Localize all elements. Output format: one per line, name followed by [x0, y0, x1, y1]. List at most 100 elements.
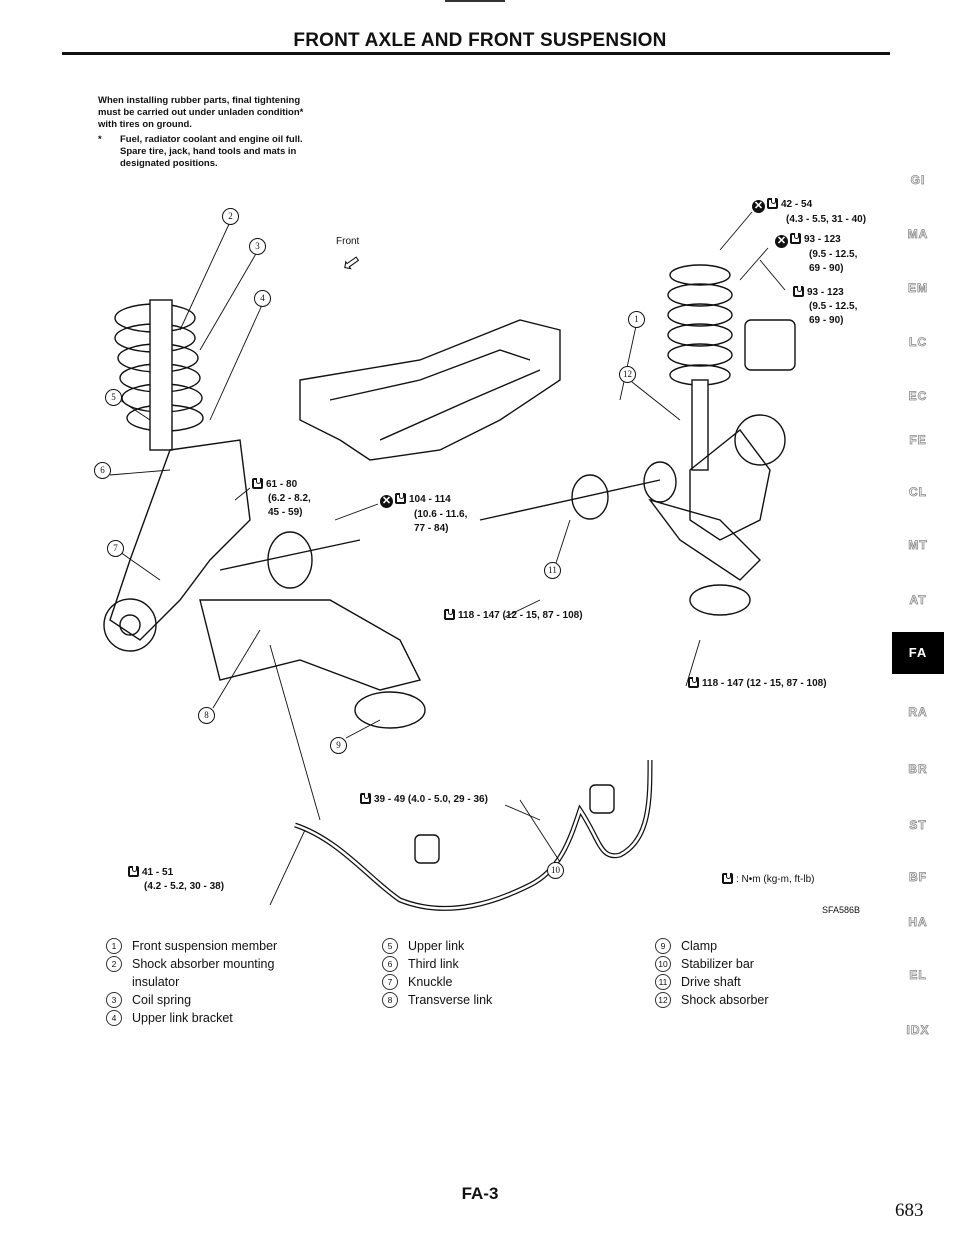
- legend-num: 10: [655, 956, 671, 972]
- section-tab-gi[interactable]: GI: [910, 173, 926, 188]
- callout-6: 6: [94, 462, 111, 479]
- torque-spec-t8: 39 - 49 (4.0 - 5.0, 29 - 36): [360, 793, 488, 807]
- torque-value: (10.6 - 11.6,: [414, 509, 468, 520]
- torque-value: (9.5 - 12.5,: [809, 249, 858, 260]
- legend-num: 3: [106, 992, 122, 1008]
- legend-num: 9: [655, 938, 671, 954]
- legend-num: 12: [655, 992, 671, 1008]
- legend-item: 1 Front suspension member: [106, 937, 277, 955]
- transverse-link-right: [648, 498, 761, 581]
- callout-12: 12: [619, 366, 636, 383]
- drive-shaft-left: [219, 539, 361, 571]
- legend-num: 1: [106, 938, 122, 954]
- torque-value: (4.2 - 5.2, 30 - 38): [144, 881, 225, 892]
- shock-absorber-right: [667, 264, 796, 471]
- note-line: When installing rubber parts, final tigh…: [98, 95, 301, 106]
- title-rule: [62, 52, 890, 55]
- note-line: Fuel, radiator coolant and engine oil fu…: [120, 134, 303, 145]
- section-tab-em[interactable]: EM: [908, 281, 928, 296]
- asterisk: *: [98, 134, 102, 145]
- legend-label: Clamp: [681, 939, 718, 953]
- legend-item: 5 Upper link: [382, 937, 492, 955]
- torque-spec-t1: ✕42 - 54 (4.3 - 5.5, 31 - 40): [752, 198, 866, 227]
- torque-spec-t2: ✕93 - 123 (9.5 - 12.5, 69 - 90): [775, 233, 857, 276]
- torque-wrench-icon: [360, 793, 371, 804]
- torque-spec-t7: 118 - 147 (12 - 15, 87 - 108): [688, 677, 827, 691]
- callout-9: 9: [330, 737, 347, 754]
- note-line: designated positions.: [120, 158, 218, 169]
- legend-num: 6: [382, 956, 398, 972]
- legend-item: 2 Shock absorber mounting: [106, 955, 277, 973]
- figure-id: SFA586B: [822, 905, 861, 915]
- torque-wrench-icon: [790, 233, 801, 244]
- legend-label: Front suspension member: [132, 939, 278, 953]
- torque-spec-t5: ✕104 - 114 (10.6 - 11.6, 77 - 84): [380, 493, 467, 536]
- section-tab-lc[interactable]: LC: [909, 335, 927, 350]
- page-title: FRONT AXLE AND FRONT SUSPENSION: [293, 30, 667, 51]
- legend-item: 12 Shock absorber: [655, 991, 769, 1009]
- torque-wrench-icon: [252, 478, 263, 489]
- torque-value: 93 - 123: [807, 287, 844, 298]
- torque-wrench-icon: [395, 493, 406, 504]
- section-tab-ec[interactable]: EC: [908, 389, 928, 404]
- section-tab-cl[interactable]: CL: [909, 485, 927, 500]
- legend-item: 9 Clamp: [655, 937, 769, 955]
- legend-num: 8: [382, 992, 398, 1008]
- legend-label: Upper link: [408, 939, 465, 953]
- torque-spec-t9: 41 - 51 (4.2 - 5.2, 30 - 38): [128, 866, 224, 894]
- section-tab-ra[interactable]: RA: [908, 705, 928, 720]
- section-tab-br[interactable]: BR: [908, 762, 928, 777]
- torque-value: 69 - 90): [809, 263, 844, 274]
- section-tab-ma[interactable]: MA: [907, 227, 929, 242]
- torque-unit-legend: : N•m (kg-m, ft-lb): [722, 873, 815, 885]
- torque-value: 69 - 90): [809, 315, 844, 326]
- legend-item: 8 Transverse link: [382, 991, 492, 1009]
- knuckle-left: [109, 439, 251, 641]
- coil-spring-left: [114, 299, 204, 451]
- section-tab-at[interactable]: AT: [909, 593, 927, 608]
- replace-part-icon: ✕: [752, 200, 765, 213]
- torque-value: 104 - 114: [409, 494, 451, 505]
- section-tab-bf[interactable]: BF: [909, 870, 927, 885]
- front-label: Front: [336, 236, 360, 247]
- note-line: Spare tire, jack, hand tools and mats in: [120, 146, 297, 157]
- legend-num: 2: [106, 956, 122, 972]
- legend-label: Shock absorber mounting: [132, 957, 275, 971]
- torque-value: 61 - 80: [266, 479, 298, 490]
- callout-4: 4: [254, 290, 271, 307]
- installation-note: When installing rubber parts, final tigh…: [98, 95, 303, 170]
- torque-wrench-icon: [767, 198, 778, 209]
- callout-10: 10: [547, 862, 564, 879]
- section-tab-st[interactable]: ST: [909, 818, 927, 833]
- callout-8: 8: [198, 707, 215, 724]
- torque-value: 39 - 49 (4.0 - 5.0, 29 - 36): [374, 794, 488, 805]
- legend-label: Drive shaft: [681, 975, 741, 989]
- section-tab-mt[interactable]: MT: [908, 538, 928, 553]
- knuckle-right: [689, 429, 771, 541]
- note-line: with tires on ground.: [98, 119, 192, 130]
- section-tab-idx[interactable]: IDX: [906, 1023, 930, 1038]
- torque-spec-t6: 118 - 147 (12 - 15, 87 - 108): [444, 609, 583, 623]
- legend-label: Shock absorber: [681, 993, 769, 1007]
- callout-1: 1: [628, 311, 645, 328]
- legend-label: Transverse link: [408, 993, 493, 1007]
- legend-num: 5: [382, 938, 398, 954]
- torque-value: 41 - 51: [142, 867, 174, 878]
- torque-value: 45 - 59): [268, 507, 303, 518]
- note-line: must be carried out under unladen condit…: [98, 107, 304, 118]
- section-tab-fe[interactable]: FE: [909, 433, 927, 448]
- torque-value: (4.3 - 5.5, 31 - 40): [786, 214, 867, 225]
- legend-label: Third link: [408, 957, 459, 971]
- legend-label-continued: insulator: [132, 975, 180, 989]
- transverse-link-left: [199, 599, 422, 691]
- section-tab-el[interactable]: EL: [909, 968, 927, 983]
- torque-value: 93 - 123: [804, 234, 841, 245]
- section-tab-fa-active[interactable]: FA: [892, 632, 944, 674]
- legend-num: 4: [106, 1010, 122, 1026]
- section-tab-ha[interactable]: HA: [908, 915, 928, 930]
